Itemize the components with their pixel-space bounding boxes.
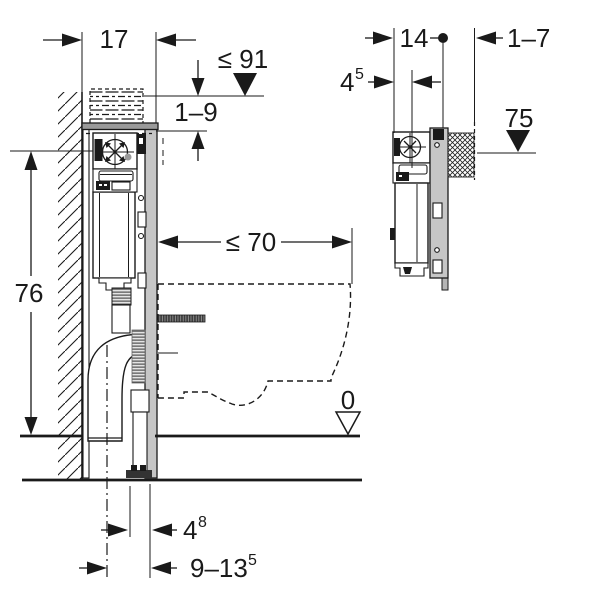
- tank-wedge: [403, 267, 412, 274]
- rail-hole: [434, 247, 440, 253]
- dim-label-9-13: 9–13: [190, 553, 248, 583]
- rail-cutout: [137, 211, 147, 228]
- mechanism-left-part: [94, 139, 103, 161]
- valve-dot: [124, 153, 132, 161]
- rail-hole: [137, 194, 145, 202]
- dim-arrow: [374, 75, 394, 89]
- dim-arrow: [62, 33, 82, 47]
- dim-label-75: 75: [505, 103, 534, 133]
- foot-plate: [126, 470, 152, 478]
- rail-cutout: [432, 202, 443, 219]
- dim-label-4-8: 4: [183, 515, 197, 545]
- dim-label-17: 17: [100, 24, 129, 54]
- dim-arrow: [158, 235, 178, 249]
- valve-label-mark: [104, 184, 107, 186]
- flush-valve-circle: [101, 138, 129, 166]
- dim-arrow: [24, 417, 38, 435]
- rail-cap: [433, 129, 444, 140]
- main-view: [20, 88, 362, 577]
- valve-label-dark: [396, 172, 409, 181]
- dim-arrow: [24, 151, 38, 170]
- rail-hole: [137, 232, 145, 240]
- frame-top-bar: [81, 122, 159, 131]
- masonry-outline: [89, 88, 144, 123]
- leg-upper: [130, 389, 150, 413]
- dim-label-0: 0: [341, 385, 355, 415]
- valve-cross-arrows: [403, 140, 417, 154]
- dim-label-14: 14: [400, 23, 429, 53]
- detail-view: [390, 122, 476, 291]
- flush-pipe-coupling: [111, 287, 132, 306]
- filling-valve: [92, 168, 138, 193]
- dim-arrow: [191, 78, 205, 96]
- foot-bolt: [140, 465, 146, 471]
- dim-arrow: [332, 235, 352, 249]
- piping: [87, 287, 146, 577]
- dim-label-4-5: 4: [340, 67, 354, 97]
- dim-label-1-7: 1–7: [507, 23, 550, 53]
- dim-label-9-13-sup: 5: [248, 552, 257, 569]
- dim-label-le91: ≤ 91: [218, 44, 268, 74]
- frame-foot: [126, 389, 152, 478]
- leg-tube: [132, 411, 148, 473]
- dim-label-4-5-sup: 5: [355, 66, 364, 83]
- dim-arrow: [108, 523, 128, 537]
- dim-arrow: [87, 561, 107, 575]
- wc-pan-path: [158, 283, 352, 406]
- filling-valve-body: [98, 170, 134, 182]
- dim-node-dot: [438, 33, 448, 43]
- rail-hole: [434, 142, 440, 148]
- flush-bend-stub: [157, 314, 206, 323]
- foot-bolt: [131, 465, 137, 471]
- dim-label-4-8-sup: 8: [198, 514, 207, 531]
- dim-arrow: [373, 31, 393, 45]
- tank-outlet-funnel: [394, 262, 429, 277]
- dim-arrow: [412, 75, 432, 89]
- valve-label-mark: [99, 184, 102, 186]
- dim-label-le70: ≤ 70: [226, 227, 276, 257]
- dim-arrow: [156, 33, 176, 47]
- valve-label-dark: [96, 181, 110, 190]
- dim-label-76: 76: [15, 278, 44, 308]
- dim-arrow: [476, 31, 496, 45]
- filling-valve-body: [398, 164, 428, 175]
- level-triangle-open: [334, 411, 362, 436]
- masonry-block: [90, 89, 143, 123]
- main-view-dimensions: 17 ≤ 91 1–9 76 ≤ 70 0: [10, 24, 362, 583]
- rail-cutout: [137, 272, 147, 289]
- dim-label-1-9: 1–9: [174, 97, 217, 127]
- dim-arrow: [191, 131, 205, 149]
- flush-valve-mechanism: [92, 132, 164, 176]
- flush-pipe: [111, 304, 131, 334]
- cistern-tank: [394, 182, 429, 264]
- side-clip: [390, 228, 395, 240]
- valve-small-part: [111, 181, 131, 191]
- valve-arrowheads: [105, 142, 125, 162]
- rail-cutout: [432, 259, 443, 274]
- valve-cross-arrows: [107, 144, 123, 160]
- detail-view-dimensions: 14 1–7 4 5 75: [340, 23, 550, 168]
- outlet-sleeve: [131, 329, 146, 384]
- dim-arrow: [152, 523, 172, 537]
- valve-label-mark: [399, 175, 402, 177]
- level-triangle-filled: [233, 73, 257, 96]
- level-triangle-filled: [506, 130, 530, 152]
- insulation-block: [447, 132, 475, 178]
- flush-valve-circle: [398, 135, 422, 159]
- dim-arrow: [151, 561, 171, 575]
- wall-hatch: [58, 92, 82, 480]
- wc-pan-outline: [157, 283, 352, 406]
- actuator-notch: [139, 138, 143, 144]
